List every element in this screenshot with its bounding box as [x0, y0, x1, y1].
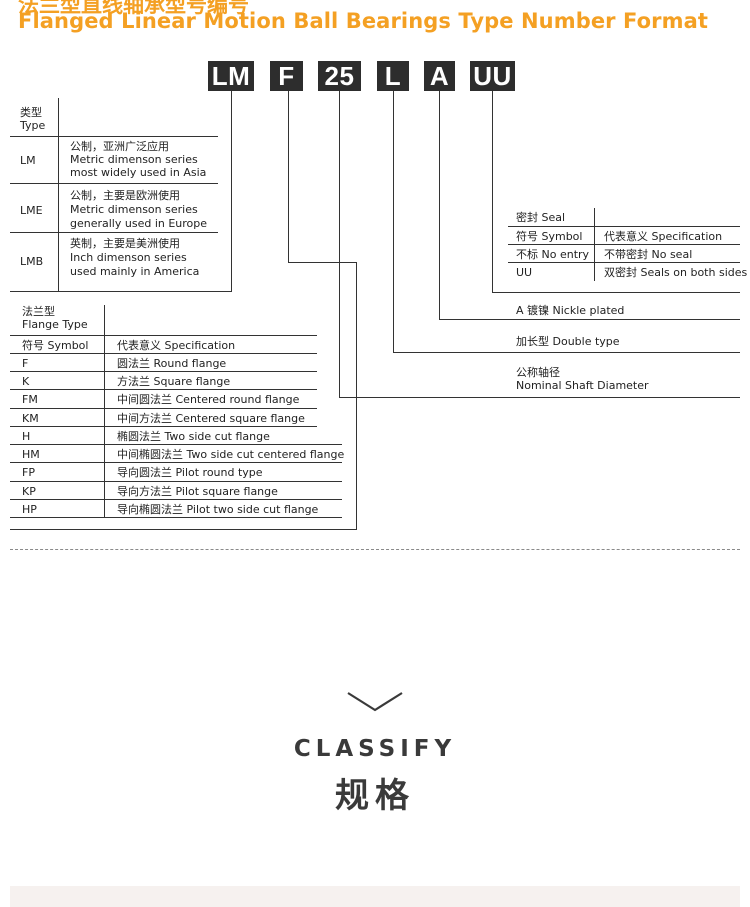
- code-box-flange: F: [270, 61, 303, 91]
- flange-symbol: KP: [22, 485, 36, 498]
- code-box-nickel: A: [424, 61, 455, 91]
- flange-spec: 中间椭圆法兰 Two side cut centered flange: [117, 448, 345, 461]
- type-desc-en: Metric dimenson series: [70, 203, 198, 216]
- flange-col-symbol: 符号 Symbol: [22, 339, 89, 352]
- seal-spec: 双密封 Seals on both sides: [604, 266, 748, 279]
- seal-col-symbol: 符号 Symbol: [516, 230, 583, 243]
- flange-symbol: HM: [22, 448, 40, 461]
- type-desc-en: used mainly in America: [70, 265, 200, 278]
- flange-spec: 椭圆法兰 Two side cut flange: [117, 430, 270, 443]
- classify-heading-cn: 规格: [335, 776, 415, 816]
- flange-symbol: HP: [22, 503, 37, 516]
- flange-spec: 圆法兰 Round flange: [117, 357, 227, 370]
- flange-spec: 导向圆法兰 Pilot round type: [117, 466, 263, 479]
- page-title: Flanged Linear Motion Ball Bearings Type…: [18, 9, 709, 33]
- code-box-seal: UU: [470, 61, 515, 91]
- type-desc-en: most widely used in Asia: [70, 166, 207, 179]
- flange-symbol: K: [22, 375, 30, 388]
- seal-col-spec: 代表意义 Specification: [604, 230, 723, 243]
- shaft-diameter-label-cn: 公称轴径: [516, 366, 560, 379]
- type-code: LMB: [20, 255, 44, 268]
- type-desc-en: Inch dimenson series: [70, 251, 187, 264]
- code-box-diameter: 25: [318, 61, 361, 91]
- seal-header: 密封 Seal: [516, 211, 566, 224]
- bottom-band: [10, 886, 740, 907]
- flange-spec: 方法兰 Square flange: [117, 375, 231, 388]
- type-desc-cn: 英制，主要是美洲使用: [70, 237, 180, 250]
- flange-header-cn: 法兰型: [22, 305, 55, 318]
- type-desc-en: generally used in Europe: [70, 217, 208, 230]
- flange-symbol: KM: [22, 412, 39, 425]
- flange-spec: 导向椭圆法兰 Pilot two side cut flange: [117, 503, 319, 516]
- flange-symbol: FP: [22, 466, 35, 479]
- type-header-en: Type: [20, 119, 46, 132]
- seal-spec: 不带密封 No seal: [604, 248, 693, 261]
- nickel-label: A 镀镍 Nickle plated: [516, 304, 625, 317]
- type-desc-en: Metric dimenson series: [70, 153, 198, 166]
- section-title-cn: 法兰型直线轴承型号编号: [18, 0, 249, 17]
- double-type-label: 加长型 Double type: [516, 335, 620, 348]
- flange-spec: 中间方法兰 Centered square flange: [117, 412, 305, 425]
- flange-col-spec: 代表意义 Specification: [117, 339, 236, 352]
- flange-symbol: F: [22, 357, 29, 370]
- type-code: LM: [20, 154, 36, 167]
- type-desc-cn: 公制，主要是欧洲使用: [70, 189, 180, 202]
- type-code: LME: [20, 204, 43, 217]
- flange-symbol: FM: [22, 393, 38, 406]
- seal-symbol: UU: [516, 266, 533, 279]
- code-box-double: L: [377, 61, 409, 91]
- type-desc-cn: 公制，亚洲广泛应用: [70, 140, 169, 153]
- classify-heading: CLASSIFY: [293, 736, 457, 762]
- chevron-down-icon: [346, 690, 404, 714]
- code-box-type: LM: [208, 61, 254, 91]
- dashed-divider: [10, 549, 740, 550]
- flange-symbol: H: [22, 430, 31, 443]
- seal-symbol: 不标 No entry: [516, 248, 590, 261]
- flange-spec: 中间圆法兰 Centered round flange: [117, 393, 300, 406]
- type-header-cn: 类型: [20, 106, 42, 119]
- flange-header-en: Flange Type: [22, 318, 88, 331]
- flange-spec: 导向方法兰 Pilot square flange: [117, 485, 278, 498]
- shaft-diameter-label-en: Nominal Shaft Diameter: [516, 379, 649, 392]
